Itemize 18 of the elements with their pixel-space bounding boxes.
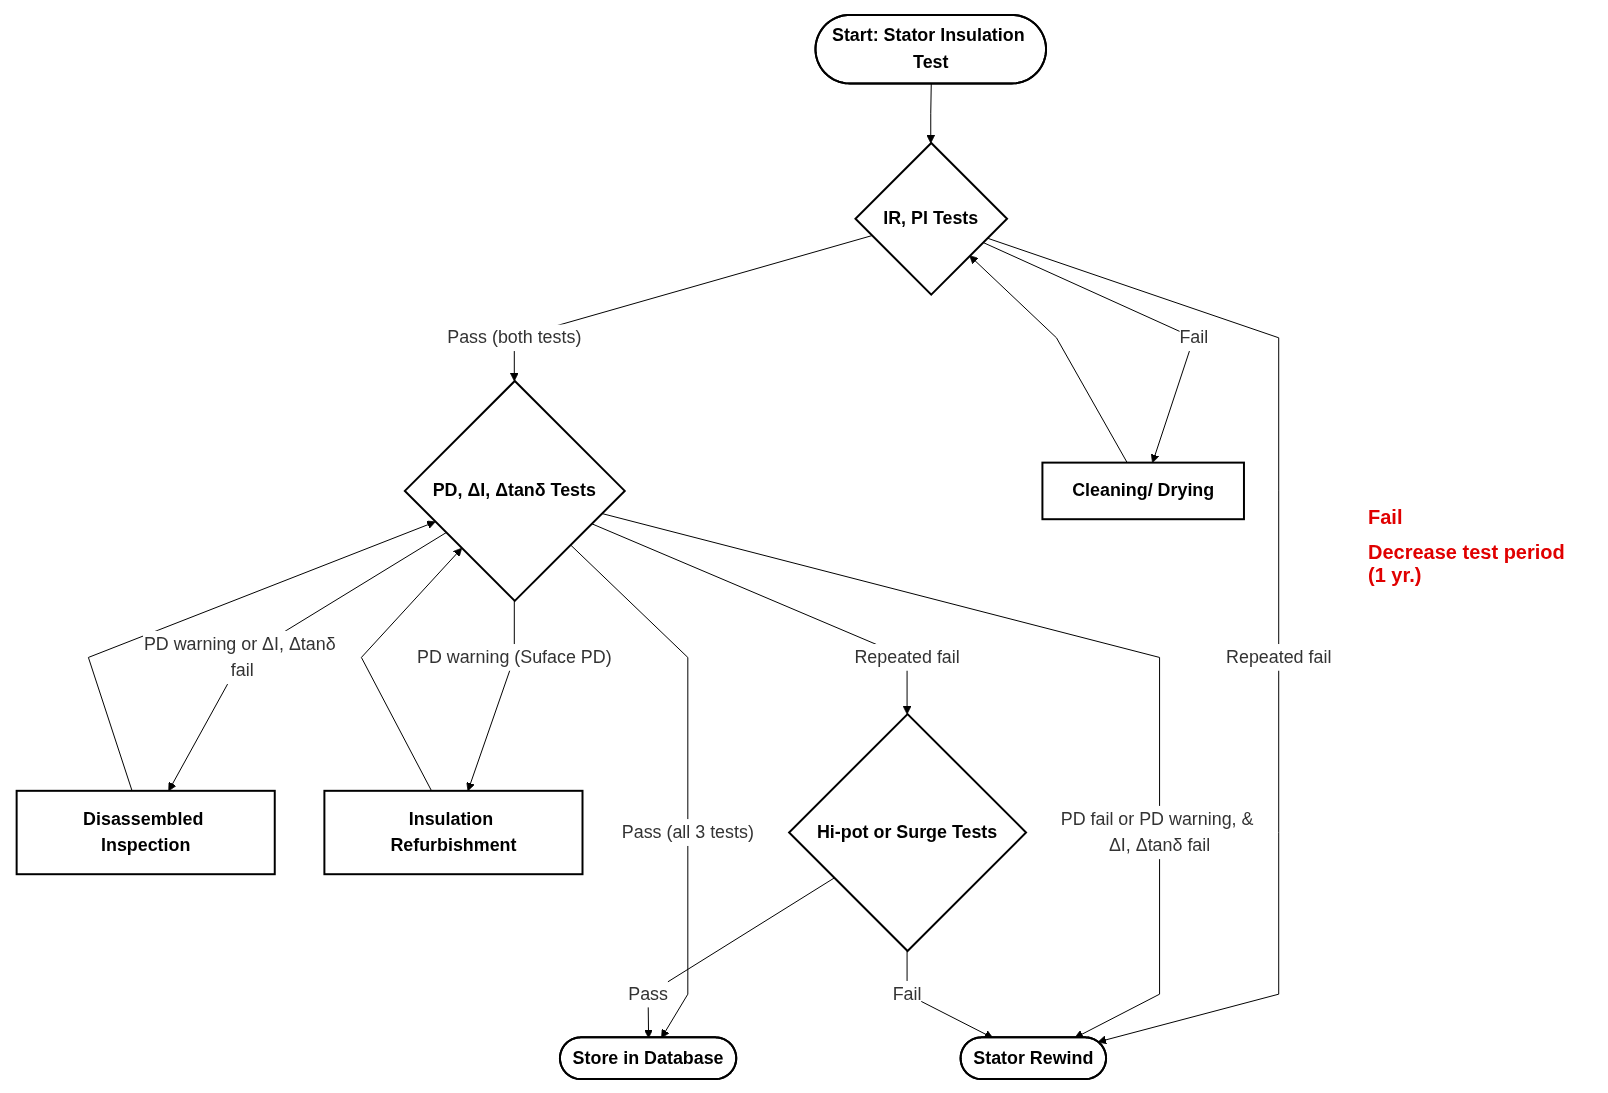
edge-label: Pass [628, 983, 668, 1004]
node-diamond: Hi-pot or Surge Tests [787, 712, 1028, 952]
edge-label: Repeated fail [854, 646, 960, 667]
node-diamond: IR, PI Tests [854, 141, 1009, 296]
edge-label: Fail [892, 983, 922, 1004]
edge-label: PD warning (Suface PD) [416, 646, 612, 667]
edge-label: PD warning or ΔI, Δtanδ fail [143, 633, 336, 680]
edge-label: Fail [1179, 326, 1209, 347]
note-label: Decrease test period (1 yr.) [1368, 541, 1566, 587]
node-box: Disassembled Inspection [15, 789, 276, 875]
note-label: Fail [1368, 506, 1403, 529]
node-box: Insulation Refurbishment [323, 789, 584, 875]
edge-label: Repeated fail [1226, 646, 1332, 667]
edge-label: PD fail or PD warning, & ΔI, Δtanδ fail [1060, 808, 1254, 855]
edge-label: Pass (both tests) [447, 326, 582, 347]
edge-label: Pass (all 3 tests) [621, 821, 754, 842]
node-diamond: PD, ΔI, Δtanδ Tests [403, 379, 627, 602]
node-box: Cleaning/ Drying [1041, 461, 1245, 520]
